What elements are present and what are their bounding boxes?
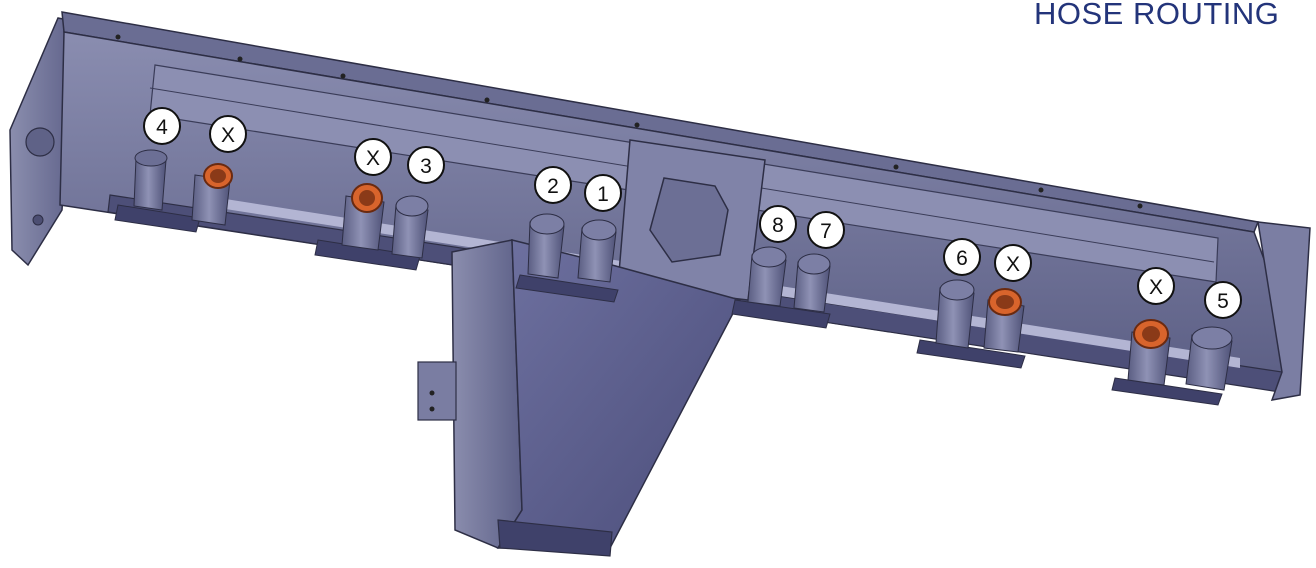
callout-8: 8 [759,205,797,243]
diagram-title: HOSE ROUTING [1034,0,1280,31]
orange-plug-x3-inner [996,295,1014,309]
callout-6-label: 6 [956,247,968,270]
callout-5: 5 [1204,281,1242,319]
outlet-pipe-6-mouth [939,279,975,301]
orange-plug-x4-inner [1142,326,1160,342]
outlet-group-8-7 [731,246,831,329]
outlet-group-4 [114,149,233,233]
access-hatch [649,177,729,263]
outlet-bracket [114,204,201,233]
outlet-bracket [731,299,831,329]
outlet-pipe-1-mouth [581,219,617,241]
outlet-pipe-3-mouth [395,195,429,217]
orange-plug-x1-inner [210,169,226,183]
callout-3: 3 [407,146,445,184]
flange-hole [484,97,490,103]
callout-1-label: 1 [597,183,609,206]
flange-hole [237,56,243,62]
outlet-pipe-4-mouth [134,149,168,167]
callout-5-label: 5 [1217,290,1229,313]
outlet-pipe-8-mouth [751,246,787,268]
outlet-pipe-5-mouth [1191,326,1233,350]
end-plate-hole [32,214,44,226]
chute-bottom [497,519,613,557]
flange-hole [1137,203,1143,209]
flange-hole [1038,187,1044,193]
outlet-pipe-2-mouth [529,213,565,235]
callout-4-label: 4 [156,116,168,139]
outlet-bracket [916,339,1026,369]
callout-3-label: 3 [420,155,432,178]
callout-4: 4 [143,107,181,145]
outlet-group-5 [1111,319,1233,406]
callout-x1-label: X [221,124,235,147]
callout-7: 7 [807,211,845,249]
callout-x4: X [1137,267,1175,305]
outlet-pipe-7-mouth [797,253,831,275]
callout-8-label: 8 [772,214,784,237]
outlet-group-6 [916,279,1026,369]
callout-6: 6 [943,238,981,276]
callout-x4-label: X [1149,276,1163,299]
orange-plug-x2-inner [359,190,375,206]
bracket-hole-b [429,406,435,412]
flange-hole [634,122,640,128]
chute-side [451,239,523,549]
callout-2: 2 [534,166,572,204]
callout-2-label: 2 [547,175,559,198]
outlet-bracket [515,274,619,303]
flange-hole [115,34,121,40]
callout-x1: X [209,115,247,153]
bracket-hole-a [429,390,435,396]
callout-7-label: 7 [820,220,832,243]
right-end-plate [1257,221,1311,401]
callout-x3-label: X [1006,253,1020,276]
flange-hole [893,164,899,170]
outlet-bracket [314,239,421,271]
callout-x2-label: X [366,147,380,170]
callout-x3: X [994,244,1032,282]
callout-1: 1 [584,174,622,212]
callout-x2: X [354,138,392,176]
chute-bracket [417,361,457,421]
outlet-group-3 [314,183,429,271]
outlet-group-2-1 [515,213,619,303]
flange-hole [340,73,346,79]
end-plate-port [25,127,55,157]
outlet-bracket [1111,377,1223,406]
